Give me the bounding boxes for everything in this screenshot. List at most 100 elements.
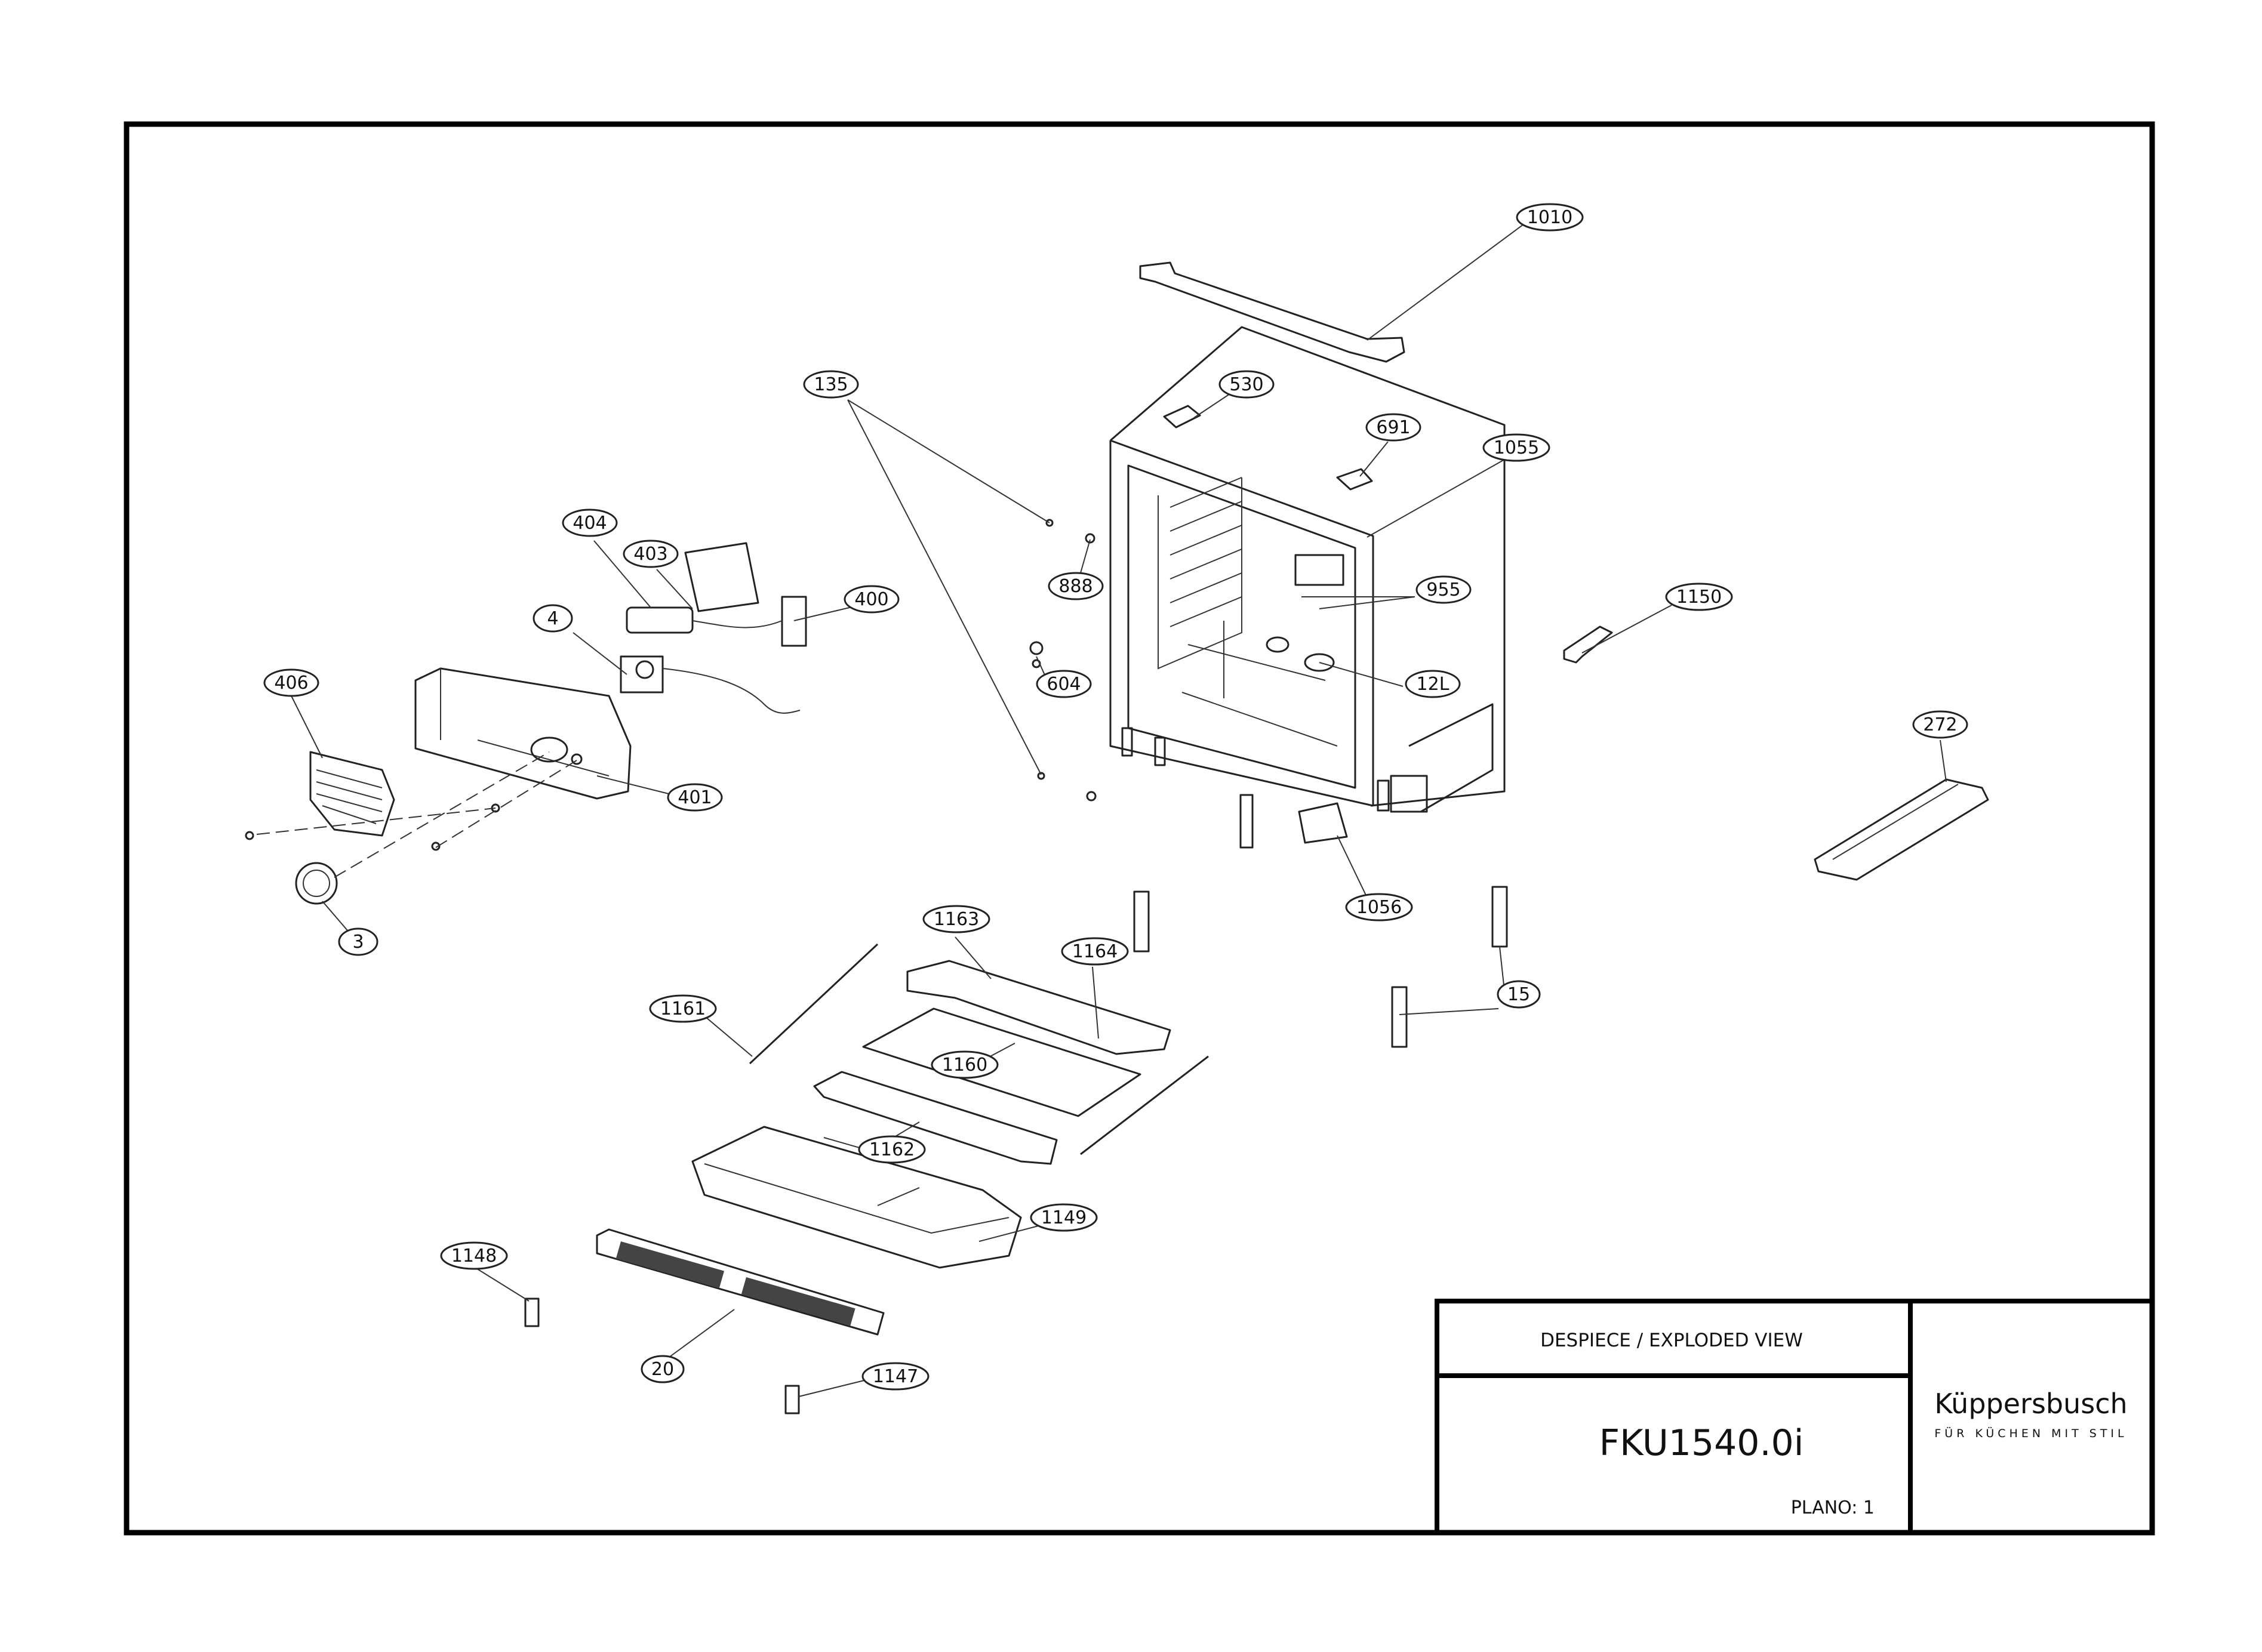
- callout-number: 12L: [1417, 674, 1449, 695]
- callout-1148: 1148: [440, 1241, 508, 1270]
- callout-bubble: [1665, 582, 1733, 611]
- callout-bubble: [1912, 710, 1968, 739]
- callout-number: 4: [547, 608, 558, 629]
- title-block: DESPIECE / EXPLODED VIEW FKU1540.0i PLAN…: [1435, 1299, 2155, 1535]
- callout-bubble: [1497, 980, 1541, 1009]
- callout-labels: 1010 530 691 1055 135 888 955 1150 604 12L 404 403 4…: [263, 203, 1968, 1391]
- callout-1056: 1056: [1345, 893, 1413, 921]
- drawing-heading: DESPIECE / EXPLODED VIEW: [1540, 1330, 1803, 1351]
- callout-bubble: [440, 1241, 508, 1270]
- callout-4: 4: [533, 604, 573, 633]
- callout-bubble: [1345, 893, 1413, 921]
- callout-number: 1147: [873, 1366, 918, 1387]
- model-number: FKU1540.0i: [1599, 1422, 1804, 1464]
- callout-number: 404: [573, 513, 607, 534]
- callout-406: 406: [263, 668, 319, 697]
- callout-955: 955: [1415, 575, 1472, 604]
- callout-bubble: [1218, 370, 1275, 399]
- callout-404: 404: [562, 508, 618, 537]
- callout-bubble: [667, 783, 723, 812]
- callout-1160: 1160: [931, 1050, 999, 1079]
- callout-number: 530: [1229, 374, 1263, 395]
- callout-bubble: [1030, 1203, 1098, 1232]
- callout-number: 3: [352, 932, 364, 953]
- callout-number: 1010: [1527, 207, 1572, 228]
- callout-403: 403: [623, 540, 679, 568]
- callout-bubble: [641, 1355, 685, 1383]
- drawing-frame: [124, 121, 2155, 1536]
- callout-number: 691: [1376, 417, 1410, 438]
- callout-number: 1148: [451, 1246, 497, 1266]
- callout-1055: 1055: [1482, 433, 1550, 462]
- callout-number: 1161: [660, 998, 706, 1019]
- callout-number: 135: [814, 374, 848, 395]
- callout-bubble: [649, 994, 717, 1023]
- callout-1010: 1010: [1516, 203, 1584, 232]
- callout-bubble: [338, 927, 378, 956]
- callout-12L: 12L: [1405, 670, 1461, 698]
- callout-number: 1163: [934, 909, 979, 930]
- callout-number: 888: [1058, 576, 1092, 597]
- callout-530: 530: [1218, 370, 1275, 399]
- callout-number: 401: [678, 787, 712, 808]
- callout-604: 604: [1036, 670, 1092, 698]
- callout-15: 15: [1497, 980, 1541, 1009]
- callout-1149: 1149: [1030, 1203, 1098, 1232]
- callout-888: 888: [1048, 572, 1104, 600]
- callout-bubble: [931, 1050, 999, 1079]
- callout-number: 604: [1047, 674, 1081, 695]
- brand-slogan: FÜR KÜCHEN MIT STIL: [1934, 1426, 2127, 1440]
- callout-1163: 1163: [922, 905, 990, 933]
- callout-401: 401: [667, 783, 723, 812]
- callout-bubble: [1415, 575, 1472, 604]
- callout-bubble: [922, 905, 990, 933]
- callout-bubble: [803, 370, 859, 399]
- callout-bubble: [1036, 670, 1092, 698]
- callout-number: 1150: [1676, 587, 1722, 608]
- callout-bubble: [263, 668, 319, 697]
- callout-number: 403: [633, 544, 667, 565]
- callout-691: 691: [1365, 413, 1421, 442]
- callout-bubble: [1405, 670, 1461, 698]
- callout-272: 272: [1912, 710, 1968, 739]
- callout-400: 400: [844, 585, 900, 614]
- callout-bubble: [1061, 937, 1129, 966]
- callout-bubble: [1516, 203, 1584, 232]
- callout-bubble: [1482, 433, 1550, 462]
- callout-bubble: [533, 604, 573, 633]
- callout-number: 1164: [1072, 941, 1118, 962]
- callout-bubble: [861, 1362, 930, 1391]
- callout-number: 400: [854, 589, 888, 610]
- callout-number: 406: [274, 673, 308, 694]
- callout-bubble: [1365, 413, 1421, 442]
- drawer-assembly: [524, 943, 1209, 1414]
- brand-logo: Küppersbusch: [1934, 1388, 2127, 1420]
- callout-number: 1160: [942, 1055, 987, 1075]
- callout-3: 3: [338, 927, 378, 956]
- callout-bubble: [623, 540, 679, 568]
- callout-number: 1149: [1041, 1207, 1087, 1228]
- callout-number: 1055: [1494, 437, 1539, 458]
- callout-bubble: [844, 585, 900, 614]
- leader-lines: [291, 220, 1947, 1397]
- callout-1161: 1161: [649, 994, 717, 1023]
- callout-135: 135: [803, 370, 859, 399]
- control-assembly: [245, 542, 807, 905]
- callout-number: 1162: [869, 1139, 915, 1160]
- callout-1147: 1147: [861, 1362, 930, 1391]
- callout-number: 272: [1923, 714, 1957, 735]
- callout-20: 20: [641, 1355, 685, 1383]
- callout-1164: 1164: [1061, 937, 1129, 966]
- callout-bubble: [1048, 572, 1104, 600]
- callout-bubble: [562, 508, 618, 537]
- callout-number: 20: [651, 1359, 674, 1380]
- callout-bubble: [858, 1135, 926, 1164]
- small-parts: [1029, 519, 1989, 1048]
- callout-number: 1056: [1356, 897, 1402, 918]
- sheet-number: PLANO: 1: [1791, 1497, 1875, 1518]
- callout-number: 15: [1507, 984, 1530, 1005]
- cabinet-body: [1109, 261, 1506, 844]
- callout-number: 955: [1426, 580, 1460, 600]
- callout-1150: 1150: [1665, 582, 1733, 611]
